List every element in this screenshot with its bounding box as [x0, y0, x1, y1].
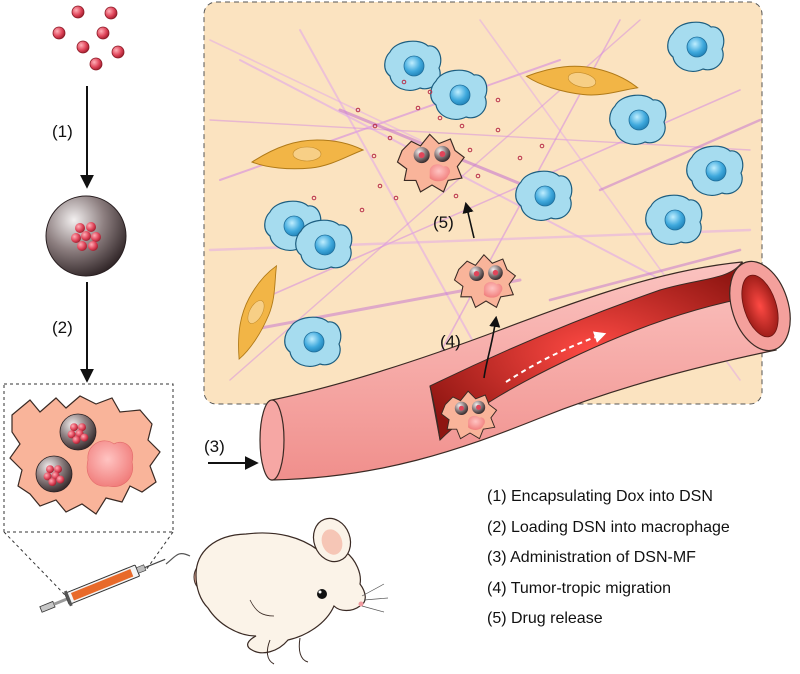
blood-flow-arrow — [505, 331, 607, 383]
cancer-cell — [515, 170, 573, 221]
legend-item-5: (5) Drug release — [487, 610, 603, 627]
cancer-cell — [295, 219, 353, 270]
cancer-cell — [384, 40, 442, 91]
legend-item-1: (1) Encapsulating Dox into DSN — [487, 488, 713, 505]
dsn-in-macrophage-2 — [35, 455, 73, 493]
macrophage-nucleus — [86, 440, 134, 487]
legend-item-2: (2) Loading DSN into macrophage — [487, 518, 730, 536]
cancer-cell — [667, 21, 725, 72]
label-step-1: (1) — [52, 122, 73, 141]
legend: (1) Encapsulating Dox into DSN (2) Loadi… — [487, 482, 792, 635]
syringe — [39, 558, 166, 613]
arrow-step-4 — [483, 315, 501, 379]
label-step-2: (2) — [52, 318, 73, 337]
zoom-line-right — [145, 531, 174, 571]
blood-vessel — [259, 260, 791, 481]
zoom-line-left — [3, 531, 67, 597]
mouse — [193, 517, 389, 665]
cancer-cell — [645, 194, 703, 245]
cancer-cell — [284, 316, 342, 367]
label-step-5: (5) — [433, 213, 454, 232]
free-dox-particles — [52, 5, 125, 71]
label-step-4: (4) — [440, 332, 461, 351]
cancer-cell — [430, 69, 488, 120]
cancer-cell — [609, 94, 667, 145]
injection-tube — [165, 552, 191, 565]
released-dox — [311, 79, 545, 213]
label-step-3: (3) — [204, 437, 225, 456]
legend-item-3: (3) Administration of DSN-MF — [487, 549, 696, 566]
cancer-cell — [686, 145, 744, 196]
dsn-nanoparticle — [45, 195, 127, 277]
arrow-step-5 — [462, 201, 475, 239]
macrophage-zoom-box — [3, 383, 174, 533]
legend-item-4: (4) Tumor-tropic migration — [487, 579, 672, 597]
dsn-in-macrophage-1 — [59, 413, 97, 451]
